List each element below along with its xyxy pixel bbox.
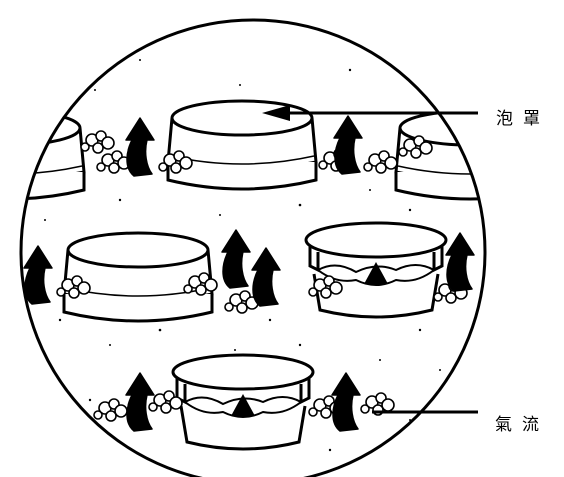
label-bubble-cap: 泡罩: [496, 104, 550, 129]
arrow-icon: [334, 116, 362, 174]
arrow-icon: [332, 373, 360, 431]
arrow-icon: [446, 233, 474, 291]
arrow-icon: [252, 248, 280, 306]
bubble-cap-middle-left: [64, 233, 212, 321]
arrow-icon: [126, 118, 154, 176]
bubble-cap-middle-right-active: [306, 223, 446, 317]
bubble-cap-bottom-active: [173, 355, 313, 449]
label-gas-flow: 氣流: [495, 410, 549, 435]
arrow-icon: [222, 230, 250, 288]
arrow-icon: [24, 246, 52, 304]
arrow-icon: [126, 373, 154, 431]
tray-view: [0, 59, 544, 451]
